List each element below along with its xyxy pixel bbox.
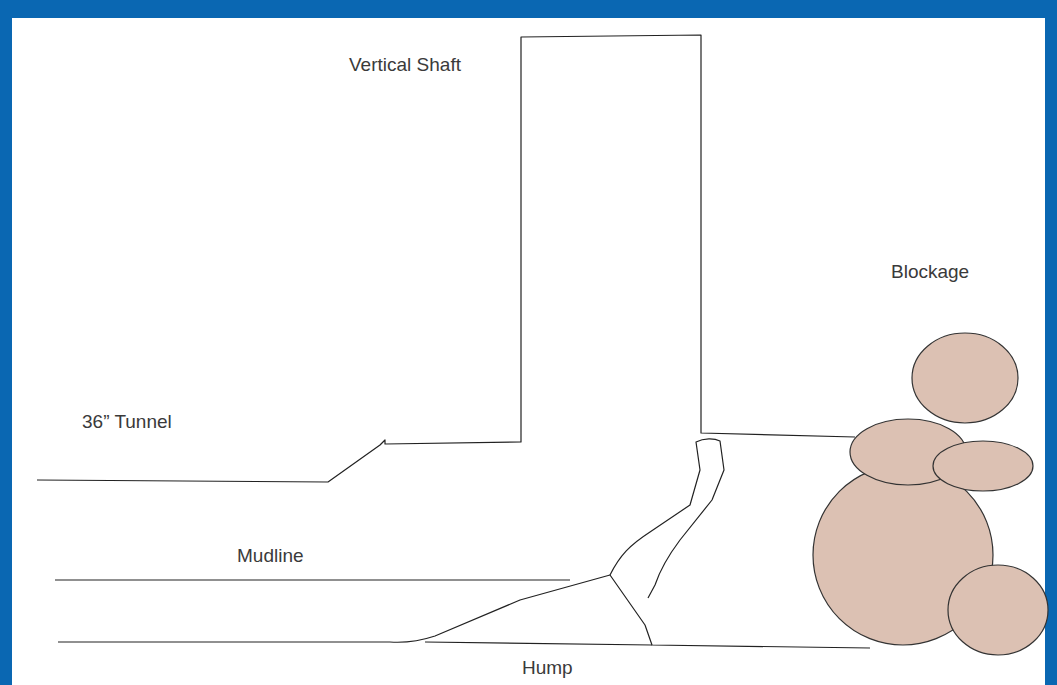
part-label: Vertical Shaft bbox=[349, 54, 461, 77]
rock bbox=[948, 565, 1048, 655]
tunnel-floor bbox=[425, 642, 652, 645]
part-label: Hump bbox=[522, 657, 573, 680]
panel-ground bbox=[12, 18, 1045, 685]
rock bbox=[933, 441, 1033, 491]
tunnel-shaft-outline bbox=[37, 35, 855, 482]
rock bbox=[912, 333, 1018, 423]
blockage-rocks bbox=[813, 333, 1048, 655]
mudline bbox=[55, 579, 570, 580]
part-label: 36” Tunnel bbox=[82, 411, 172, 434]
part-label: Mudline bbox=[237, 545, 304, 568]
part-label: Blockage bbox=[891, 261, 969, 284]
broken-pipe bbox=[610, 439, 724, 598]
tunnel-floor-hump bbox=[58, 575, 870, 648]
